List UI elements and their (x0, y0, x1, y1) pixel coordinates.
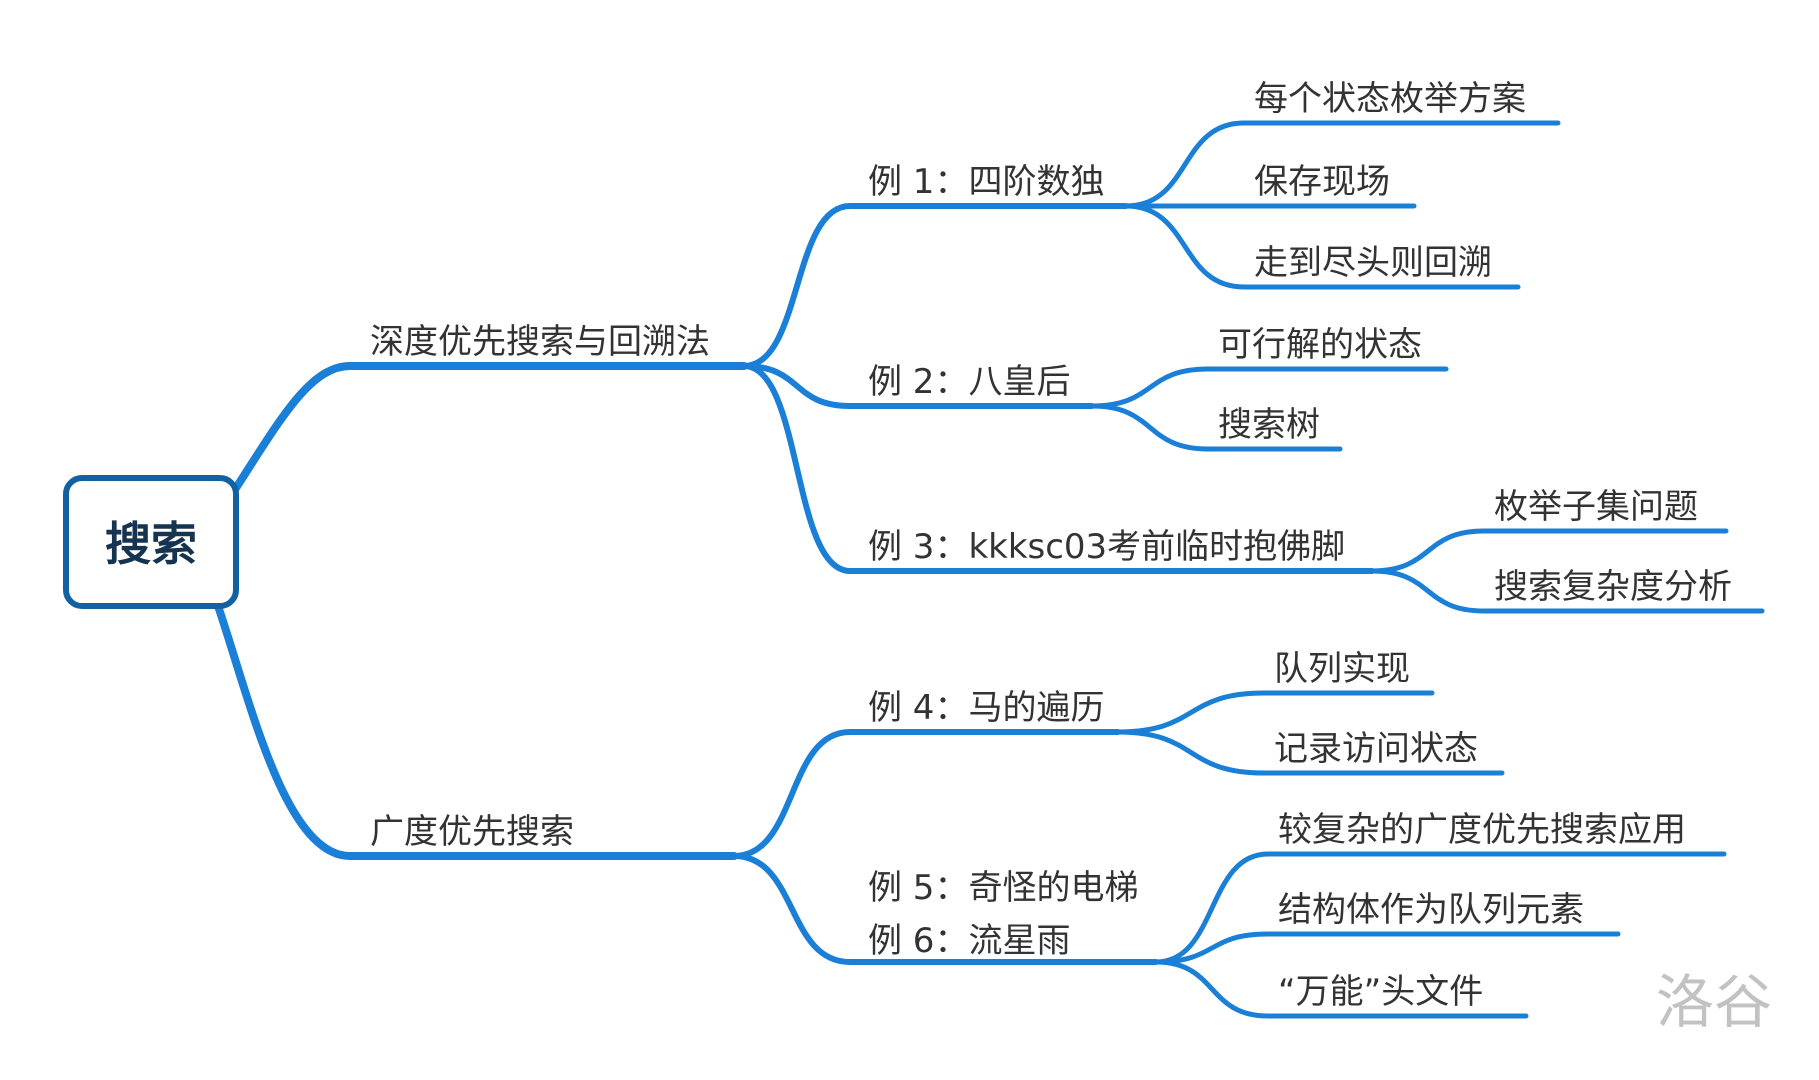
topic-label: 例 2：八皇后 (868, 362, 1070, 402)
edge-branch-1-to-topic-0 (731, 729, 853, 859)
edge-topic-0-2-to-leaf-1 (1369, 568, 1487, 614)
topic-label-second-line: 例 6：流星雨 (868, 921, 1070, 961)
topic-label: 例 4：马的遍历 (868, 688, 1104, 728)
leaf-label: 记录访问状态 (1274, 729, 1478, 769)
root-node-box (63, 475, 239, 609)
edge-root-to-branch-1 (214, 602, 354, 860)
edge-root-to-branch-0 (232, 362, 354, 492)
root-node-label: 搜索 (105, 517, 197, 571)
leaf-label: 较复杂的广度优先搜索应用 (1278, 810, 1686, 850)
edge-branch-1-to-topic-1 (731, 853, 853, 965)
topic-label: 例 1：四阶数独 (868, 162, 1104, 202)
edge-branch-0-to-topic-1 (741, 363, 853, 409)
topic-label: 例 3：kkksc03考前临时抱佛脚 (868, 527, 1345, 567)
edge-topic-1-0-to-leaf-1 (1115, 729, 1267, 776)
leaf-label: 搜索复杂度分析 (1494, 567, 1732, 607)
leaf-label: 每个状态枚举方案 (1254, 79, 1526, 119)
leaf-label: 搜索树 (1218, 405, 1320, 445)
branch-label: 广度优先搜索 (370, 812, 574, 852)
edge-branch-0-to-topic-0 (741, 203, 853, 369)
leaf-label: 队列实现 (1274, 649, 1410, 689)
mindmap-labels: 搜索 深度优先搜索与回溯法 例 1：四阶数独 每个状态枚举方案保存现场走到尽头则回溯例… (105, 79, 1732, 1012)
edge-topic-0-2-to-leaf-0 (1369, 528, 1487, 574)
edge-topic-1-1-to-leaf-2 (1153, 959, 1271, 1019)
mindmap-edges (214, 120, 1765, 1019)
leaf-label: 走到尽头则回溯 (1254, 243, 1492, 283)
topic-label: 例 5：奇怪的电梯 (868, 868, 1138, 908)
branch-label: 深度优先搜索与回溯法 (370, 322, 710, 362)
leaf-label: 枚举子集问题 (1494, 487, 1698, 527)
leaf-label: 保存现场 (1254, 162, 1390, 202)
edge-topic-1-0-to-leaf-0 (1115, 690, 1267, 735)
edge-topic-0-1-to-leaf-0 (1089, 366, 1211, 409)
edge-branch-0-to-topic-2 (741, 363, 853, 574)
edge-topic-1-1-to-leaf-0 (1153, 851, 1271, 965)
leaf-label: “万能”头文件 (1278, 972, 1483, 1012)
edge-topic-0-0-to-leaf-0 (1123, 120, 1247, 209)
leaf-label: 可行解的状态 (1218, 325, 1422, 365)
leaf-label: 结构体作为队列元素 (1278, 890, 1584, 930)
edge-topic-0-0-to-leaf-2 (1123, 203, 1247, 290)
watermark: 洛谷 (1656, 968, 1772, 1036)
edge-topic-1-1-to-leaf-1 (1153, 931, 1271, 965)
edge-topic-0-1-to-leaf-1 (1089, 403, 1211, 452)
